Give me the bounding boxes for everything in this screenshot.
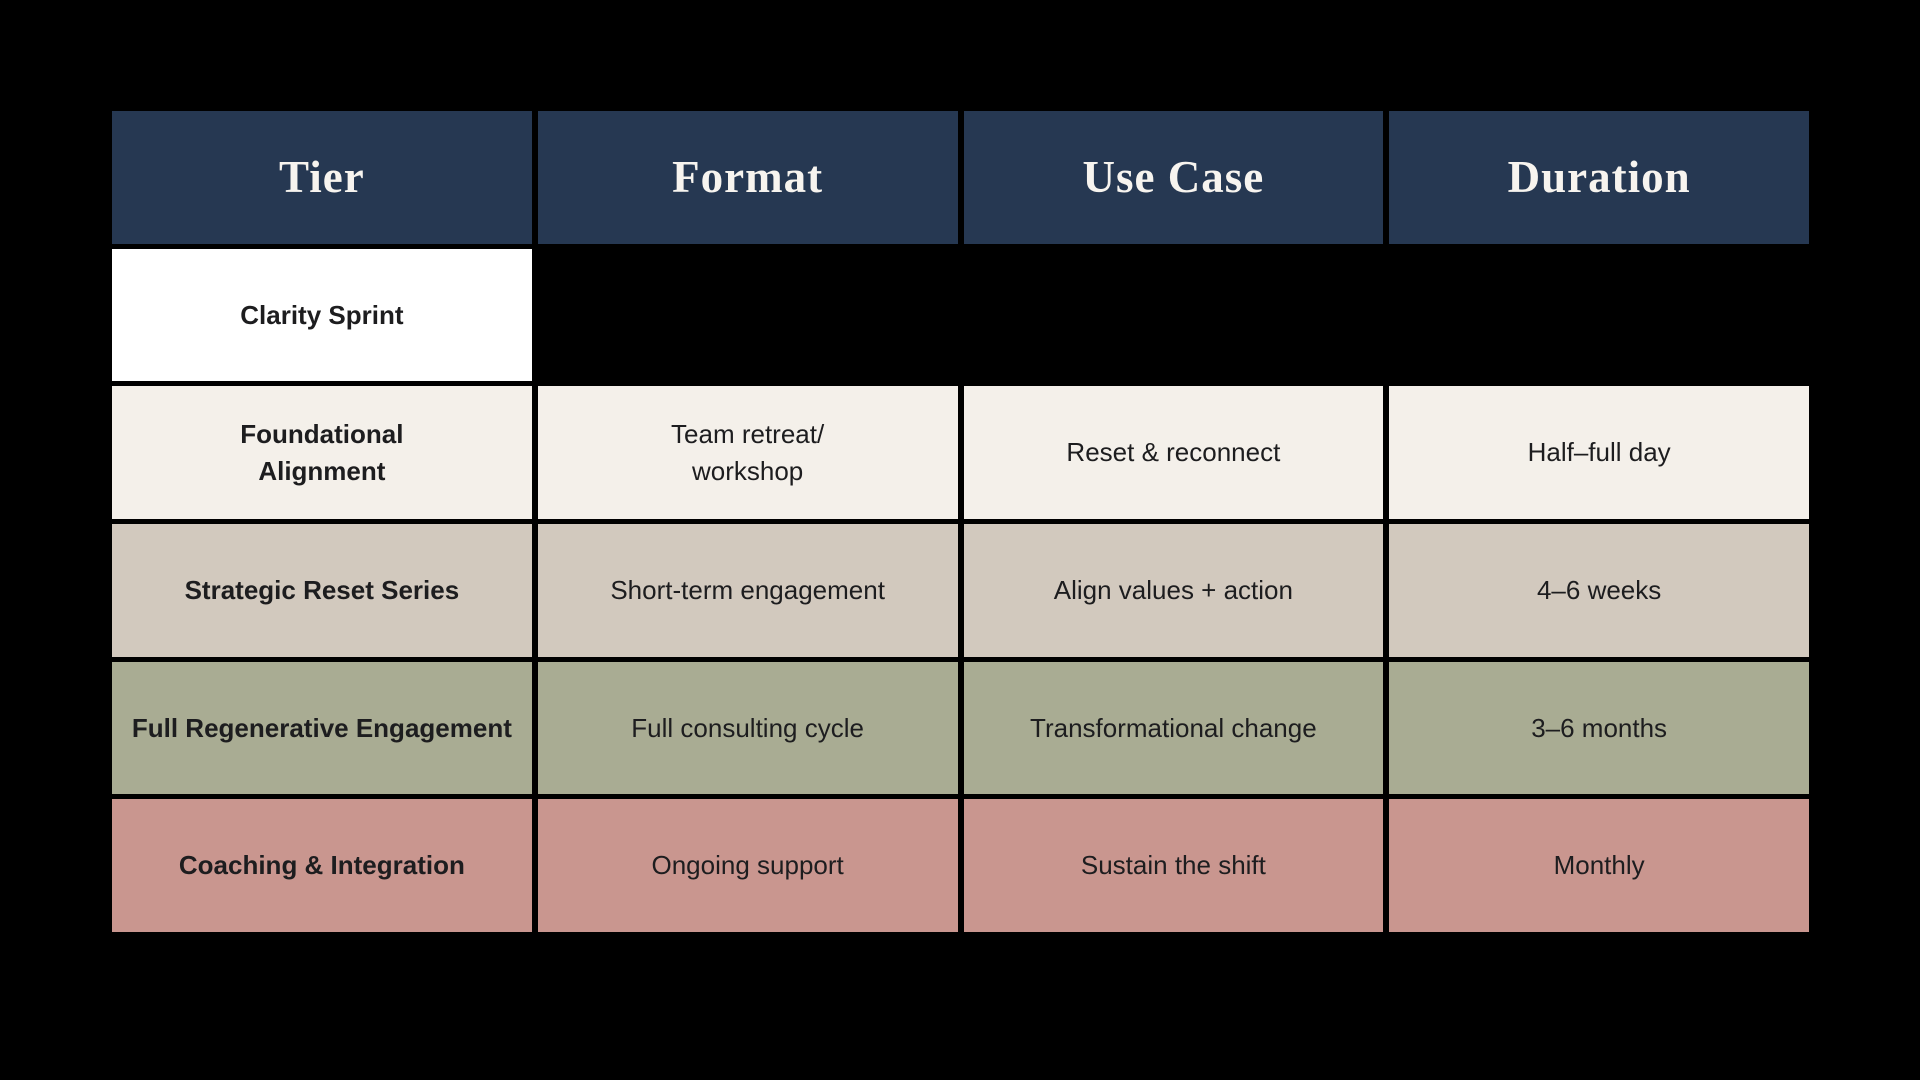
coaching-integration-use-case-cell: Sustain the shift xyxy=(963,799,1384,932)
header-cell-duration: Duration xyxy=(1389,111,1809,244)
foundational-alignment-format-cell: Team retreat/ workshop xyxy=(537,386,958,519)
coaching-integration-duration-cell: Monthly xyxy=(1389,799,1809,932)
foundational-alignment-tier-cell: Foundational Alignment xyxy=(112,386,532,519)
strategic-reset-series-tier-cell: Strategic Reset Series xyxy=(112,524,532,657)
clarity-sprint-duration-cell xyxy=(1389,249,1809,382)
header-cell-tier: Tier xyxy=(112,111,532,244)
header-cell-use-case: Use Case xyxy=(963,111,1384,244)
full-regenerative-engagement-use-case-cell: Transformational change xyxy=(963,661,1384,795)
strategic-reset-series-use-case-cell: Align values + action xyxy=(963,524,1384,657)
coaching-integration-format-cell: Ongoing support xyxy=(537,799,958,932)
clarity-sprint-format-cell xyxy=(538,249,958,382)
strategic-reset-series-format-cell: Short-term engagement xyxy=(537,524,958,657)
service-tiers-table: Tier Format Use Case Duration Clarity Sp… xyxy=(112,111,1809,932)
header-cell-format: Format xyxy=(537,111,958,244)
foundational-alignment-use-case-cell: Reset & reconnect xyxy=(963,386,1384,519)
full-regenerative-engagement-duration-cell: 3–6 months xyxy=(1389,661,1809,795)
full-regenerative-engagement-tier-cell: Full Regenerative Engagement xyxy=(112,661,532,795)
foundational-alignment-duration-cell: Half–full day xyxy=(1389,386,1809,519)
strategic-reset-series-duration-cell: 4–6 weeks xyxy=(1389,524,1809,657)
coaching-integration-tier-cell: Coaching & Integration xyxy=(112,799,532,932)
clarity-sprint-use-case-cell xyxy=(964,249,1384,382)
clarity-sprint-tier-cell: Clarity Sprint xyxy=(112,248,532,382)
full-regenerative-engagement-format-cell: Full consulting cycle xyxy=(537,661,958,795)
